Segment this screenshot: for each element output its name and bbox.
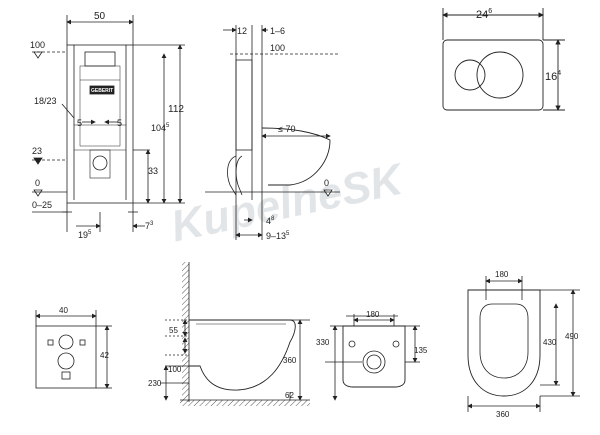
panel-width-label: 40: [59, 306, 68, 315]
panel-height-label: 42: [100, 351, 109, 360]
toilet-front-height-left-label: 330: [316, 338, 330, 347]
frame-floor-range-label: 0–25: [32, 200, 52, 210]
toilet-front-width-label: 180: [366, 310, 380, 319]
toilet-top: [467, 276, 580, 412]
toilet-front-height-right-label: 135: [414, 346, 428, 355]
toilet-front-labels: 180 135 330: [316, 310, 428, 355]
toilet-top-width-label: 180: [495, 270, 509, 279]
frame-flush-height-label: 18/23: [34, 96, 57, 106]
frame-bottom-left-label: 195: [78, 230, 92, 240]
toilet-top-length-inner-label: 430: [543, 338, 557, 347]
panel-plate: [35, 310, 112, 389]
panel-plate-labels: 40 42: [59, 306, 109, 360]
side-bottom-a-label: 48: [266, 216, 275, 226]
frame-height-outlet-label: 33: [148, 166, 158, 176]
frame-diagram: [32, 15, 185, 232]
frame-pipe-left-label: 5: [77, 118, 82, 128]
toilet-top-labels: 180 430 490 360: [495, 270, 579, 419]
side-labels: 12 1–6 100 ≤ 70 0 48 9–135: [237, 26, 329, 241]
toilet-top-length-outer-label: 490: [565, 332, 579, 341]
side-zero-label: 0: [324, 178, 329, 188]
flush-height-label: 164: [545, 70, 561, 83]
flush-plate: [442, 8, 565, 111]
toilet-side: [160, 262, 310, 406]
frame-brand-label: GEBERIT: [91, 88, 113, 94]
flush-plate-labels: 246 164: [476, 8, 561, 83]
frame-height-total-label: 112: [168, 104, 184, 115]
toilet-side-top-label: 55: [169, 326, 178, 335]
frame-top-offset-label: 100: [30, 40, 45, 50]
side-diagram: [205, 25, 340, 240]
frame-pipe-right-label: 5: [117, 118, 122, 128]
frame-height-mount-label: 1045: [151, 123, 170, 133]
toilet-side-bottom-left-label: 230: [148, 379, 162, 388]
frame-bottom-right-label: 73: [145, 221, 154, 231]
toilet-side-height-label: 360: [283, 356, 297, 365]
toilet-front: [325, 314, 420, 401]
frame-zero-label: 0: [35, 178, 40, 188]
frame-floor-marker-label: 23: [32, 146, 42, 156]
frame-labels: 50 100 GEBERIT 18/23 5 5 23 0 0–25 112 1…: [30, 11, 184, 240]
frame-width-label: 50: [94, 11, 106, 22]
flush-width-label: 246: [476, 8, 492, 21]
side-top-left-label: 12: [237, 26, 247, 36]
side-bottom-b-label: 9–135: [266, 231, 290, 241]
toilet-side-bottom-label: 62: [285, 391, 294, 400]
side-top-offset-label: 100: [270, 43, 285, 53]
toilet-top-width-bottom-label: 360: [496, 410, 510, 419]
toilet-side-mid-label: 100: [168, 365, 182, 374]
toilet-side-labels: 55 100 360 230 62: [148, 326, 297, 400]
side-top-right-label: 1–6: [270, 26, 285, 36]
side-depth-label: ≤ 70: [278, 124, 295, 134]
